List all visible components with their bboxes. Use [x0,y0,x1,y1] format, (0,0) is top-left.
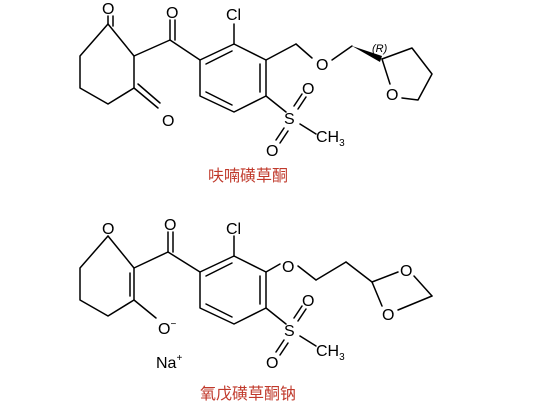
m2-enone-ring [79,235,135,317]
m2-counterion-na: Na+ [156,353,182,372]
m1-bond-ketone-benzene [169,39,201,61]
m2-diox-o2-c [397,295,433,311]
m1-atom-cl: Cl [226,7,241,24]
m2-atom-s: S [284,323,295,340]
m1-co-bottom [133,87,159,109]
m1-atom-o1: O [102,1,114,18]
m2-benz-dbl3 [205,303,233,318]
m2-benz-dbl1 [205,262,233,277]
m1-s-ch3 [299,123,317,135]
m1-atom-s: S [284,111,295,128]
m2-atom-ch3: CH3 [316,343,345,363]
m2-atom-o1: O [102,221,114,238]
m2-benzene-ring [199,255,267,325]
m1-bond-ch2-o [295,43,313,59]
m2-c-o-minus [133,299,157,319]
m2-atom-o-s1: O [302,293,314,310]
m1-wedge-bond [352,46,382,62]
m2-atom-o-ether: O [282,259,294,276]
m2-atom-o-s2: O [266,355,278,372]
m1-atom-o-ring: O [386,87,398,104]
m1-atom-o3: O [166,5,178,22]
m2-s-ch3 [299,335,317,347]
m1-benz-dbl1 [205,50,233,65]
molecule-2-caption: 氧戊磺草酮钠 [200,384,297,403]
molecule-1-caption: 呋喃磺草酮 [208,166,289,185]
m1-benzene-ring [199,43,267,113]
m1-dione-ring [79,23,135,105]
m2-s-o-bottom [275,339,285,353]
m2-atom-o2: O− [158,319,176,338]
m2-atom-cl: Cl [226,221,241,238]
m2-atom-o-diox1: O [400,263,412,280]
m1-s-o-bottom [275,127,285,141]
molecule-1: O O O Cl O O S O O CH3 (R) [79,1,433,160]
m1-atom-o-s2: O [266,143,278,160]
m1-atom-ch3: CH3 [316,129,345,149]
m1-bond-ring-ketone [133,39,171,57]
m1-bond-s [265,95,287,113]
m2-diox-o1-c [413,275,433,297]
m2-bond-s [265,307,287,325]
m2-diox-c-o2 [371,281,383,307]
m2-bond-o [265,263,281,273]
m1-thf-ring [381,47,433,101]
m1-atom-o-ether: O [316,57,328,74]
m1-thf-c-o [381,58,391,85]
m2-bond-ring-ketone [133,251,169,269]
m1-bond-ch2 [265,43,297,61]
m2-atom-o-diox2: O [382,307,394,324]
m2-atom-o3: O [164,217,176,234]
m1-s-o-bottom-dbl [279,130,289,144]
molecule-2: O O− O Cl O O O S O O CH3 Na+ [79,217,433,372]
m2-s-o-top-dbl [297,308,307,322]
m1-s-o-top-dbl [297,96,307,110]
m1-benz-dbl3 [205,91,233,106]
m2-s-o-top [293,305,303,319]
m1-bond-o-ch2 [331,45,353,61]
m2-diox-c-o1 [371,271,399,283]
m1-stereo-label: (R) [372,43,388,55]
m2-bond-ch2-ch [345,261,373,283]
m1-atom-o2: O [162,113,174,130]
m2-bond-o-ch2 [297,265,317,281]
m2-bond-ch2-ch2 [315,261,347,281]
m1-co-bottom-dbl [137,83,161,104]
m1-atom-o-s1: O [302,81,314,98]
m1-s-o-top [293,93,303,107]
m2-s-o-bottom-dbl [279,342,289,356]
m2-bond-ketone-benzene [167,251,201,273]
